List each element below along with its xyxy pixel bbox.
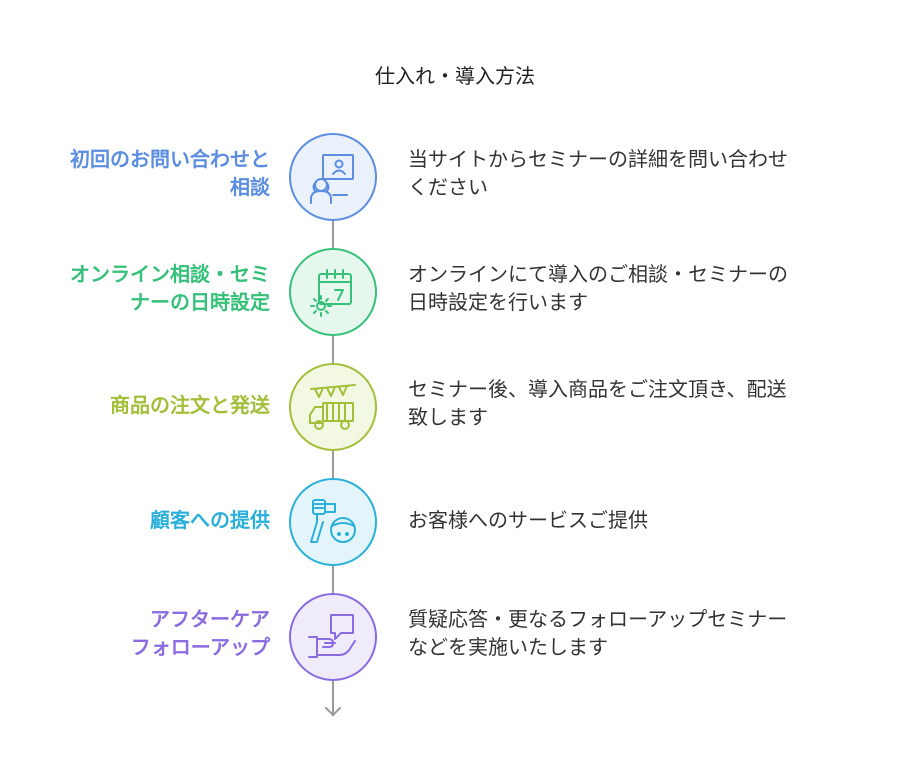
- step-5: アフターケア フォローアップ 質疑応答・更なるフォローアップセミナー などを実施…: [0, 585, 910, 705]
- step-2-title: オンライン相談・セミ ナーの日時設定: [70, 262, 270, 314]
- support-chat-icon: [308, 614, 356, 658]
- step-1-description: 当サイトからセミナーの詳細を問い合わせ ください: [408, 147, 788, 199]
- step-1-circle: [289, 133, 377, 221]
- step-4-circle: [289, 478, 377, 566]
- step-5-circle: [289, 593, 377, 681]
- step-3: 商品の注文と発送 セミナー後、導入商品をご注文頂き、配送 致します: [0, 355, 910, 475]
- step-4-title: 顧客への提供: [150, 508, 270, 532]
- step-4-description: お客様へのサービスご提供: [408, 508, 648, 532]
- presentation-icon: [310, 154, 354, 204]
- step-5-description: 質疑応答・更なるフォローアップセミナー などを実施いたします: [408, 607, 788, 659]
- hair-dryer-icon: [310, 499, 356, 543]
- diagram-title: 仕入れ・導入方法: [375, 64, 535, 88]
- step-5-title: アフターケア フォローアップ: [130, 607, 270, 659]
- step-2-description: オンラインにて導入のご相談・セミナーの 日時設定を行います: [408, 262, 788, 314]
- step-2-circle: [289, 248, 377, 336]
- step-3-circle: [289, 363, 377, 451]
- arrow-down-icon: [325, 707, 341, 717]
- step-2: オンライン相談・セミ ナーの日時設定 オンラインにて導入のご相談・セミナーの 日…: [0, 240, 910, 360]
- calendar-gear-icon: [310, 269, 352, 317]
- step-4: 顧客への提供 お客様へのサービスご提供: [0, 470, 910, 590]
- timeline-line: [332, 216, 334, 716]
- delivery-truck-icon: [309, 384, 356, 430]
- step-3-title: 商品の注文と発送: [110, 393, 270, 417]
- step-1: 初回のお問い合わせと 相談 当サイトからセミナーの詳細を問い合わせ ください: [0, 125, 910, 245]
- step-3-description: セミナー後、導入商品をご注文頂き、配送 致します: [408, 377, 787, 429]
- step-1-title: 初回のお問い合わせと 相談: [70, 147, 270, 199]
